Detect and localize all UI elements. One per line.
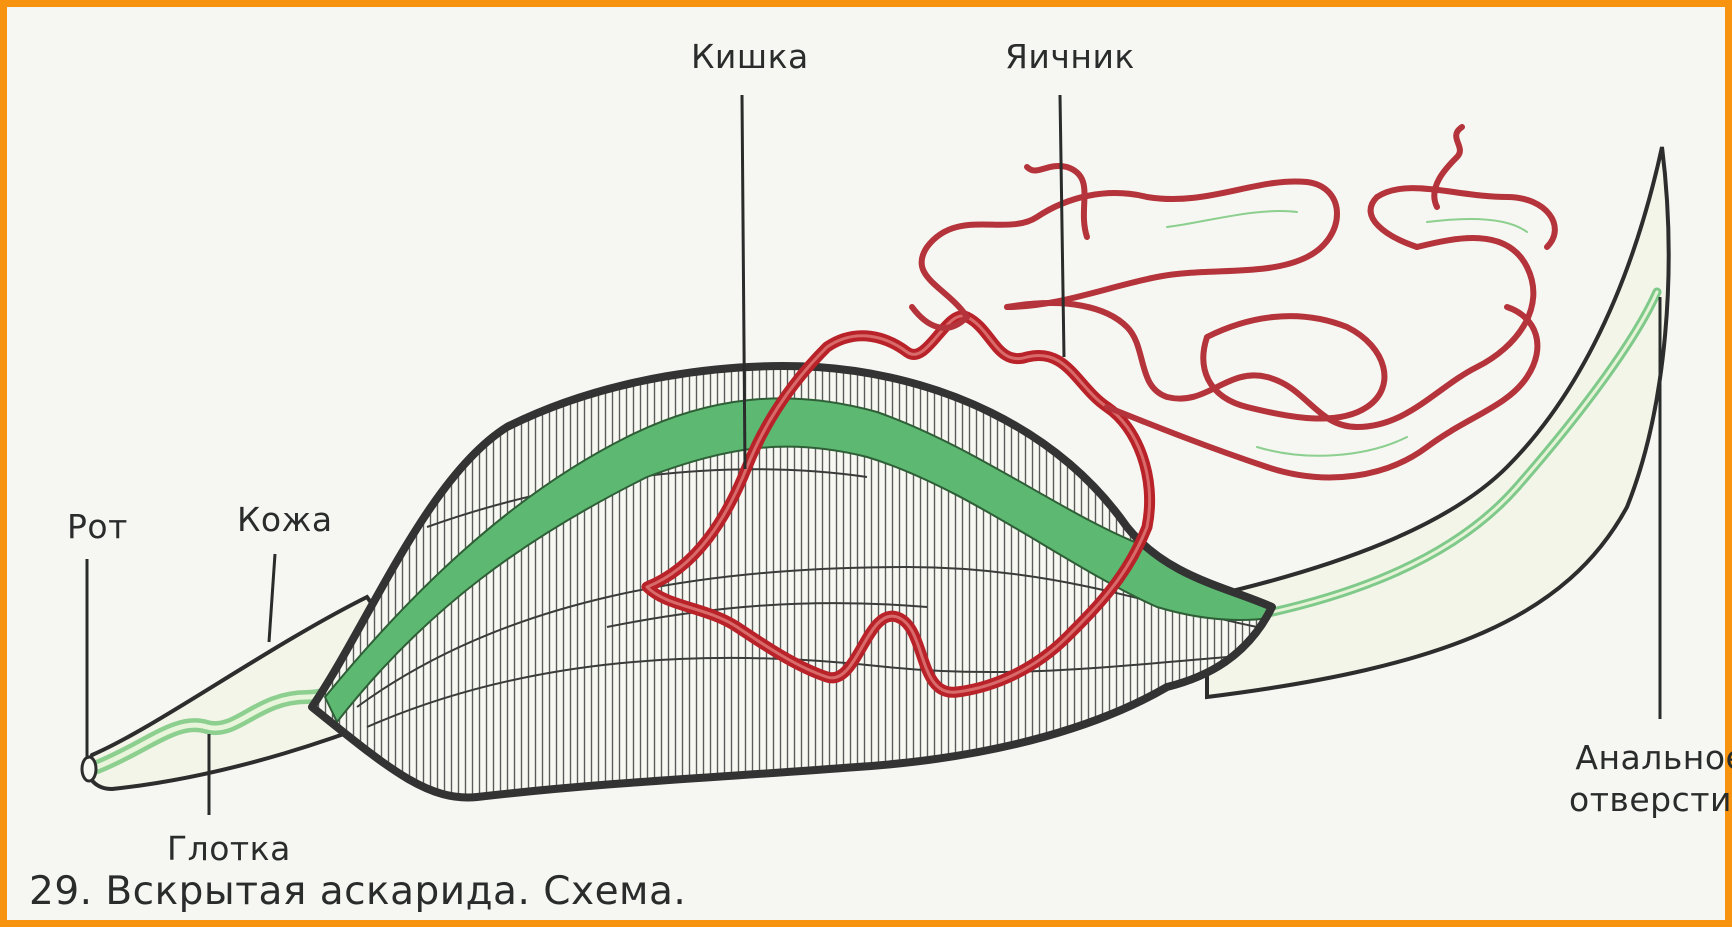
leader-skin: [269, 554, 275, 642]
label-intestine: Кишка: [691, 37, 809, 76]
label-anus-line1: Анальное: [1569, 737, 1732, 779]
label-mouth: Рот: [67, 507, 128, 546]
label-anus-line2: отверстие: [1569, 779, 1732, 821]
figure-caption: 29. Вскрытая аскарида. Схема.: [29, 869, 686, 914]
label-anus: Анальное отверстие: [1569, 737, 1732, 821]
leader-ovary: [1060, 95, 1064, 357]
ascaris-diagram: [7, 7, 1732, 934]
label-pharynx: Глотка: [167, 829, 291, 868]
label-skin: Кожа: [237, 500, 333, 539]
label-ovary: Яичник: [1005, 37, 1135, 76]
